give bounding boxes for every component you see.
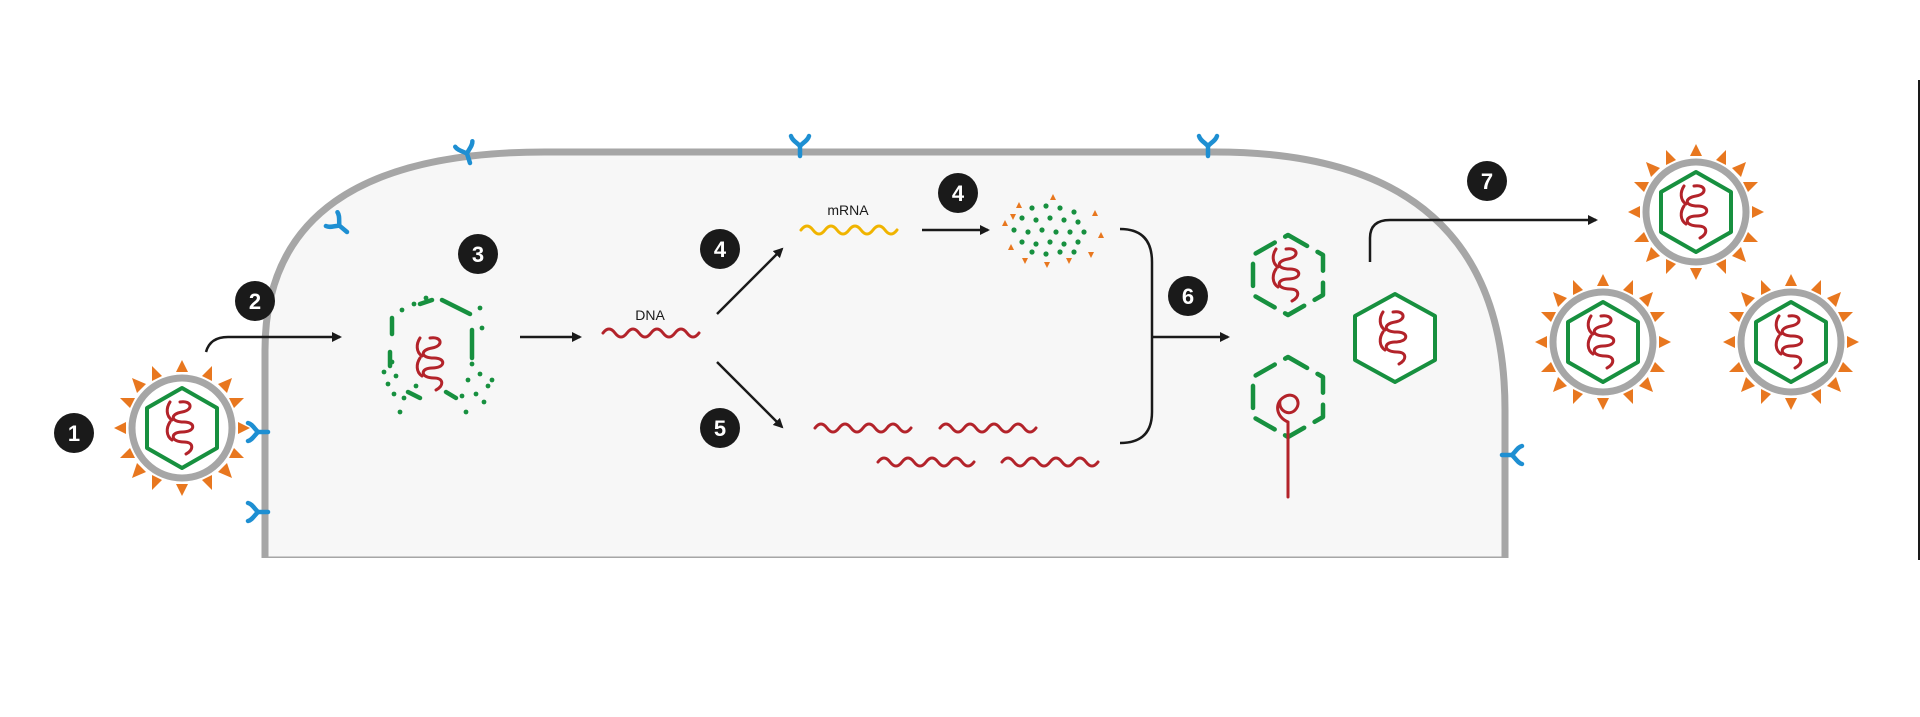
step-number-4: 4 [714, 237, 727, 262]
step-badge-4-transcription: 4 [700, 229, 740, 269]
host-cell-membrane [261, 148, 1509, 564]
step-badge-2: 2 [235, 281, 275, 321]
step-number-5: 5 [714, 416, 726, 441]
right-edge-divider [1918, 80, 1920, 560]
packaging-capsid [1253, 357, 1323, 499]
step-number-2: 2 [249, 289, 261, 314]
entry-arrow [204, 332, 342, 353]
protein-cluster [1002, 194, 1104, 268]
step-number-7: 7 [1481, 169, 1493, 194]
release-arrow [1368, 215, 1598, 262]
step-number-6: 6 [1182, 284, 1194, 309]
step-badge-6: 6 [1168, 276, 1208, 316]
mrna-label: mRNA [827, 202, 869, 218]
attaching-virion [114, 360, 250, 496]
step-badge-5: 5 [700, 408, 740, 448]
step-badge-1: 1 [54, 413, 94, 453]
completed-capsid [1353, 292, 1437, 384]
step-badge-3: 3 [458, 234, 498, 274]
transcription-arrow [716, 247, 784, 315]
released-virion [1535, 274, 1671, 410]
released-virion [1723, 274, 1859, 410]
dna-label: DNA [635, 307, 665, 323]
released-virion [1628, 144, 1764, 280]
uncoating-virion [381, 295, 495, 415]
step-number-1: 1 [68, 421, 80, 446]
step-number-4: 4 [952, 181, 965, 206]
step-number-3: 3 [472, 242, 484, 267]
step-badge-7: 7 [1467, 161, 1507, 201]
step-badge-4-translation: 4 [938, 173, 978, 213]
replication-arrow [716, 361, 784, 429]
